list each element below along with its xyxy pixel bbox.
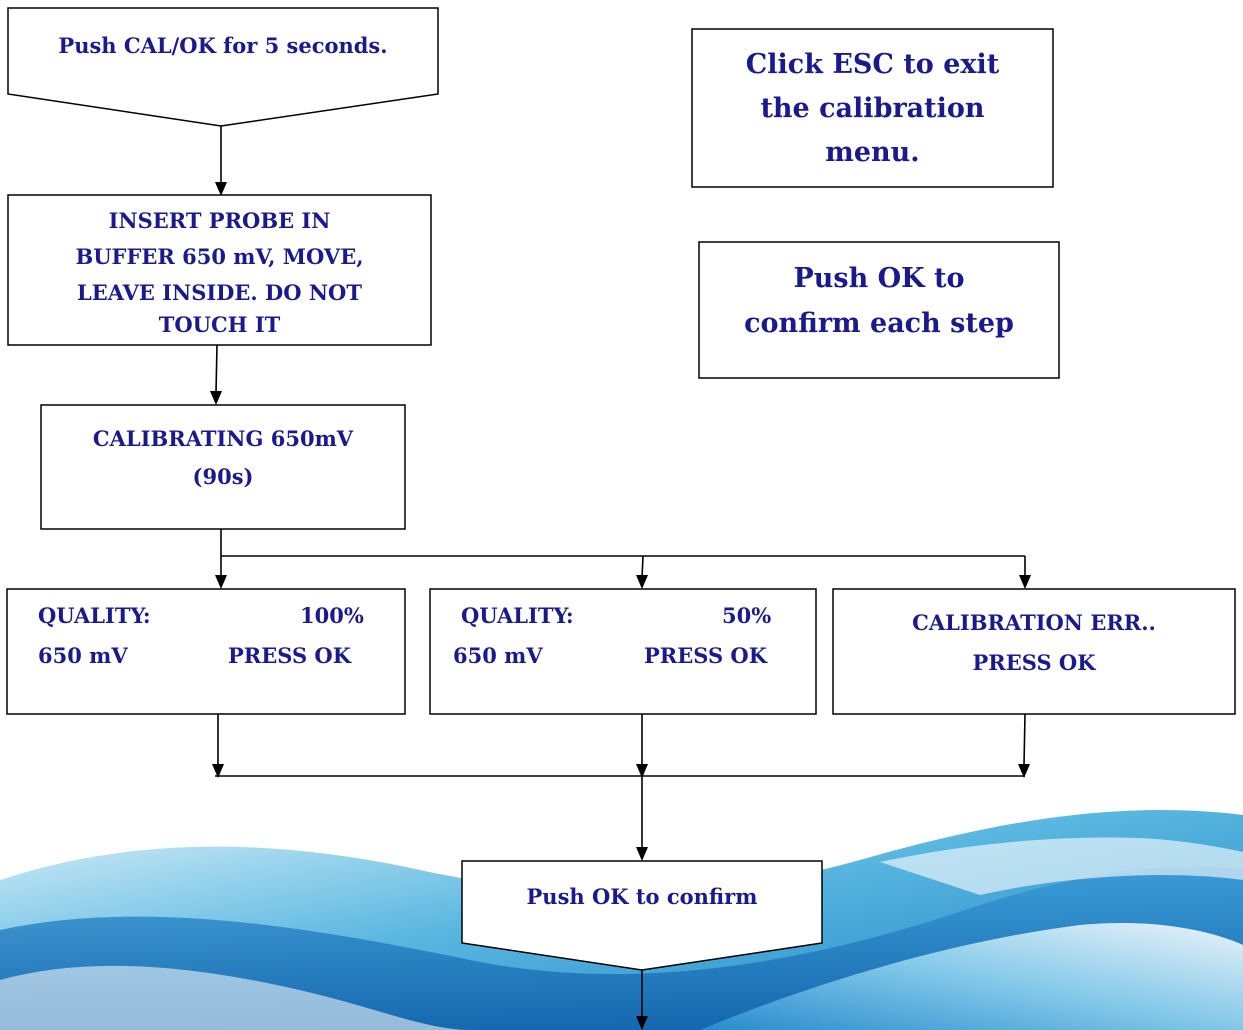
esc-note-line-3: menu. (825, 137, 920, 168)
insert-probe-line-2: BUFFER 650 mV, MOVE, (75, 244, 364, 269)
quality-50-result-box (429, 588, 817, 715)
ok-note-line-1: Push OK to (793, 263, 965, 294)
insert-probe-line-3: LEAVE INSIDE. DO NOT (77, 280, 362, 305)
start-step-label: Push CAL/OK for 5 seconds. (58, 33, 388, 58)
quality-100-label: QUALITY: (38, 603, 151, 628)
arrowheads (210, 182, 1031, 1030)
confirm-step-shape (461, 860, 823, 971)
start-step-shape (7, 7, 439, 127)
connectors (215, 126, 1026, 1018)
quality-100-action: PRESS OK (228, 643, 351, 668)
calibration-error-label: CALIBRATION ERR.. PRESS OK (833, 603, 1235, 683)
calibrating-step-box (40, 404, 406, 530)
quality-50-action: PRESS OK (644, 643, 767, 668)
esc-note-box (691, 28, 1054, 188)
insert-probe-line-1: INSERT PROBE IN (108, 208, 331, 233)
calibrating-step-label: CALIBRATING 650mV (90s) (41, 420, 405, 496)
calibration-error-line-2: PRESS OK (972, 650, 1096, 675)
quality-50-label: QUALITY: (461, 603, 574, 628)
calibrating-line-2: (90s) (192, 464, 254, 489)
insert-probe-line-4: TOUCH IT (158, 312, 281, 337)
ok-note-label: Push OK to confirm each step (699, 256, 1059, 346)
esc-note-line-2: the calibration (760, 93, 985, 124)
confirm-step-label: Push OK to confirm (526, 884, 758, 909)
quality-100-mv: 650 mV (38, 643, 128, 668)
calibration-error-line-1: CALIBRATION ERR.. (912, 610, 1156, 635)
insert-probe-step-label: INSERT PROBE IN BUFFER 650 mV, MOVE, LEA… (8, 203, 431, 339)
calibrating-line-1: CALIBRATING 650mV (92, 426, 354, 451)
insert-probe-step-box (7, 194, 432, 346)
quality-50-mv: 650 mV (453, 643, 543, 668)
esc-note-label: Click ESC to exit the calibration menu. (692, 43, 1053, 175)
calibration-error-result-box (832, 588, 1236, 715)
quality-100-value: 100% (300, 603, 364, 628)
quality-50-value: 50% (722, 603, 772, 628)
quality-100-result-box (6, 588, 406, 715)
ok-note-line-2: confirm each step (744, 308, 1014, 339)
ok-note-box (698, 241, 1060, 379)
esc-note-line-1: Click ESC to exit (745, 49, 1000, 80)
